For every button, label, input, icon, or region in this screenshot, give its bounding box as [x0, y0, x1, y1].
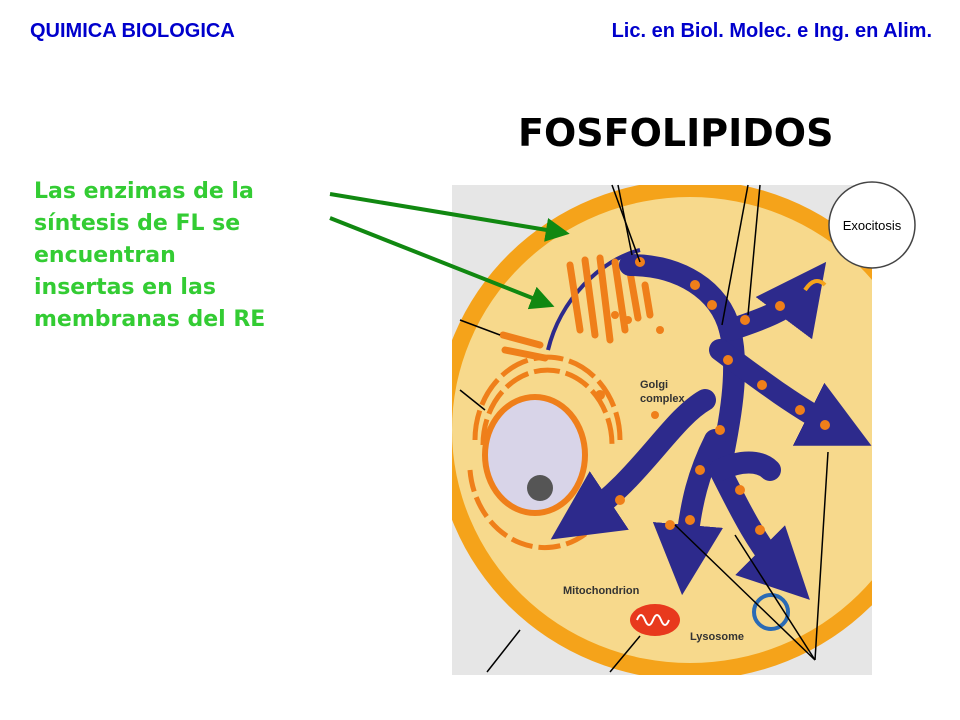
golgi-label-line1: Golgi [640, 379, 668, 391]
mitochondrion [630, 604, 680, 636]
vesicles [595, 257, 830, 535]
course-title: QUIMICA BIOLOGICA [30, 20, 235, 42]
exocytosis-bubble: Exocitosis [803, 181, 916, 292]
vesicle-pathways [550, 254, 872, 600]
pointer-arrow-upper [329, 192, 570, 242]
golgi-stacks [499, 254, 654, 362]
lysosome-label: Lysosome [690, 631, 744, 643]
lysosome [752, 593, 790, 631]
caption-line-1: Las enzimas de la [34, 179, 254, 204]
mitochondrion-label: Mitochondrion [563, 585, 640, 597]
leader-lines [459, 184, 829, 673]
caption-text: Las enzimas de la síntesis de FL se encu… [34, 176, 314, 336]
pointer-arrows [329, 192, 570, 310]
caption-line-3: encuentran [34, 243, 176, 268]
nucleolus [527, 475, 553, 501]
caption-line-5: membranas del RE [34, 307, 266, 332]
program-title: Lic. en Biol. Molec. e Ing. en Alim. [611, 20, 932, 42]
pointer-arrow-lower [329, 216, 555, 310]
golgi-label-line2: complex [640, 393, 686, 405]
caption-line-4: insertas en las [34, 275, 216, 300]
caption-line-2: síntesis de FL se [34, 211, 241, 236]
exocitosis-label: Exocitosis [843, 218, 902, 233]
diagram-title: FOSFOLIPIDOS [518, 111, 833, 155]
